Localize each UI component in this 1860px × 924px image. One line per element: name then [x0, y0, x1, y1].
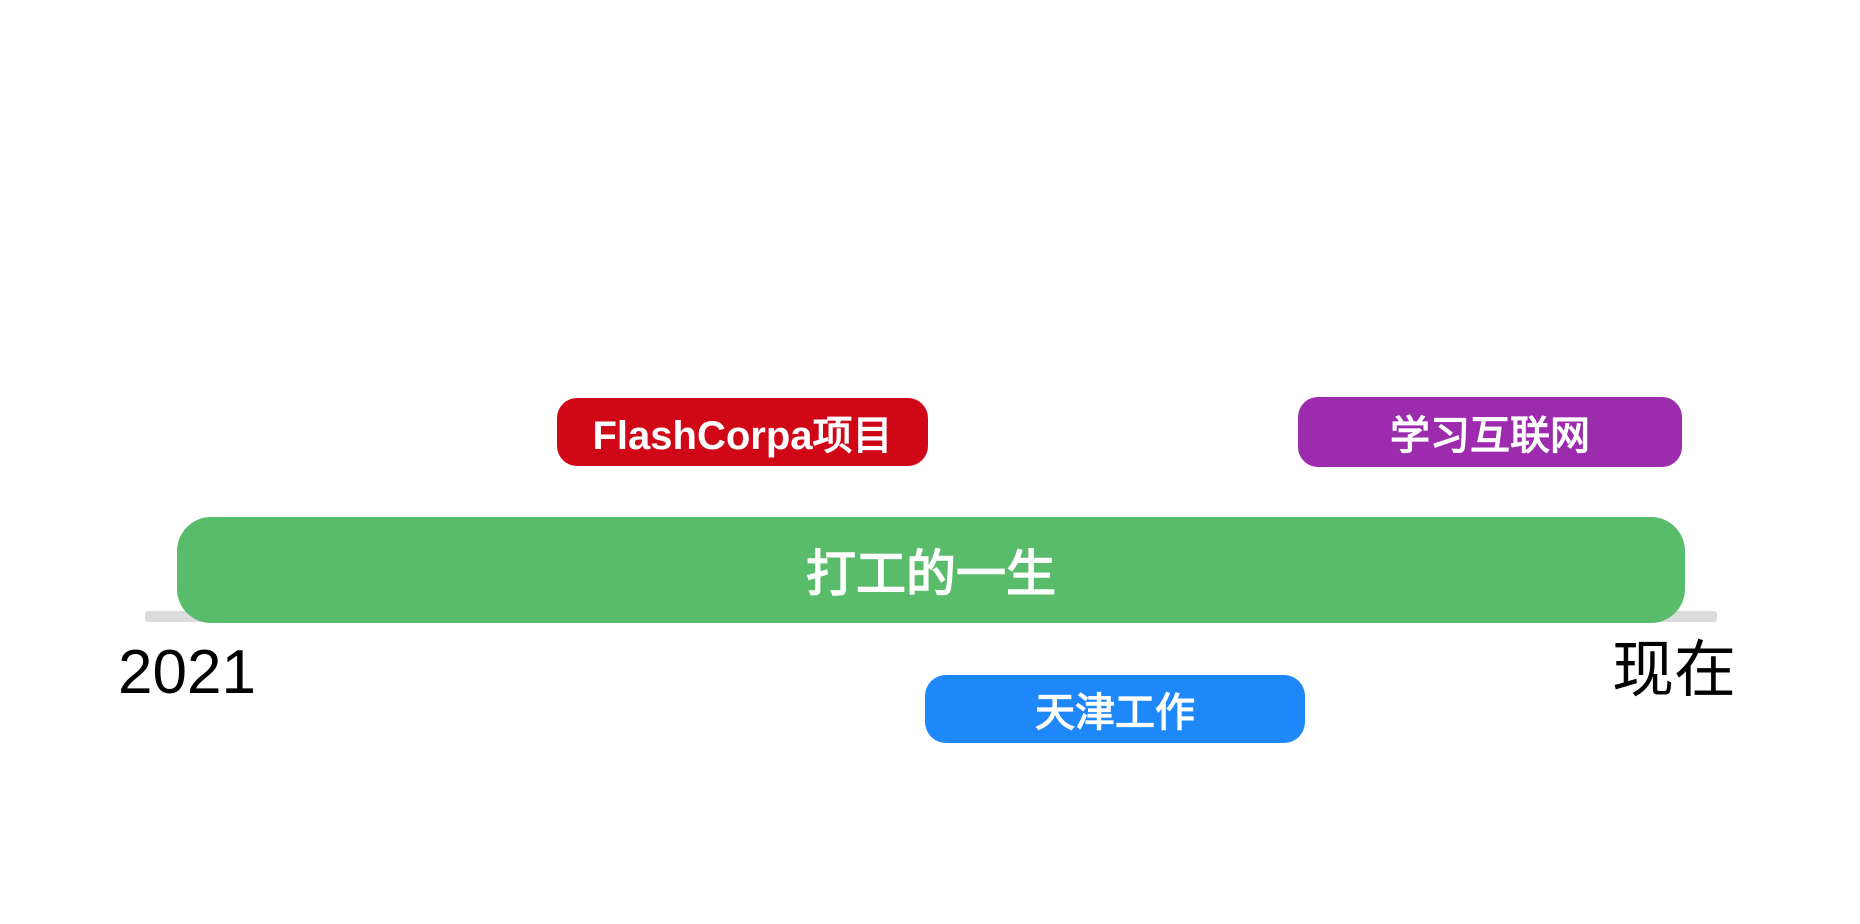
axis-start-label: 2021 [118, 638, 256, 707]
timeline-bar-flashcorpa-project: FlashCorpa项目 [557, 398, 928, 466]
timeline-bar-tianjin-work: 天津工作 [925, 675, 1305, 743]
timeline-bar-label: 天津工作 [1035, 691, 1195, 735]
timeline-bar-working-life: 打工的一生 [177, 517, 1685, 623]
axis-end-label: 现在 [1612, 636, 1737, 705]
timeline-bar-label: 学习互联网 [1390, 414, 1590, 458]
timeline-bar-label: 打工的一生 [806, 546, 1056, 602]
timeline-bar-label: FlashCorpa项目 [592, 414, 893, 458]
timeline-bar-learn-internet: 学习互联网 [1298, 397, 1682, 467]
